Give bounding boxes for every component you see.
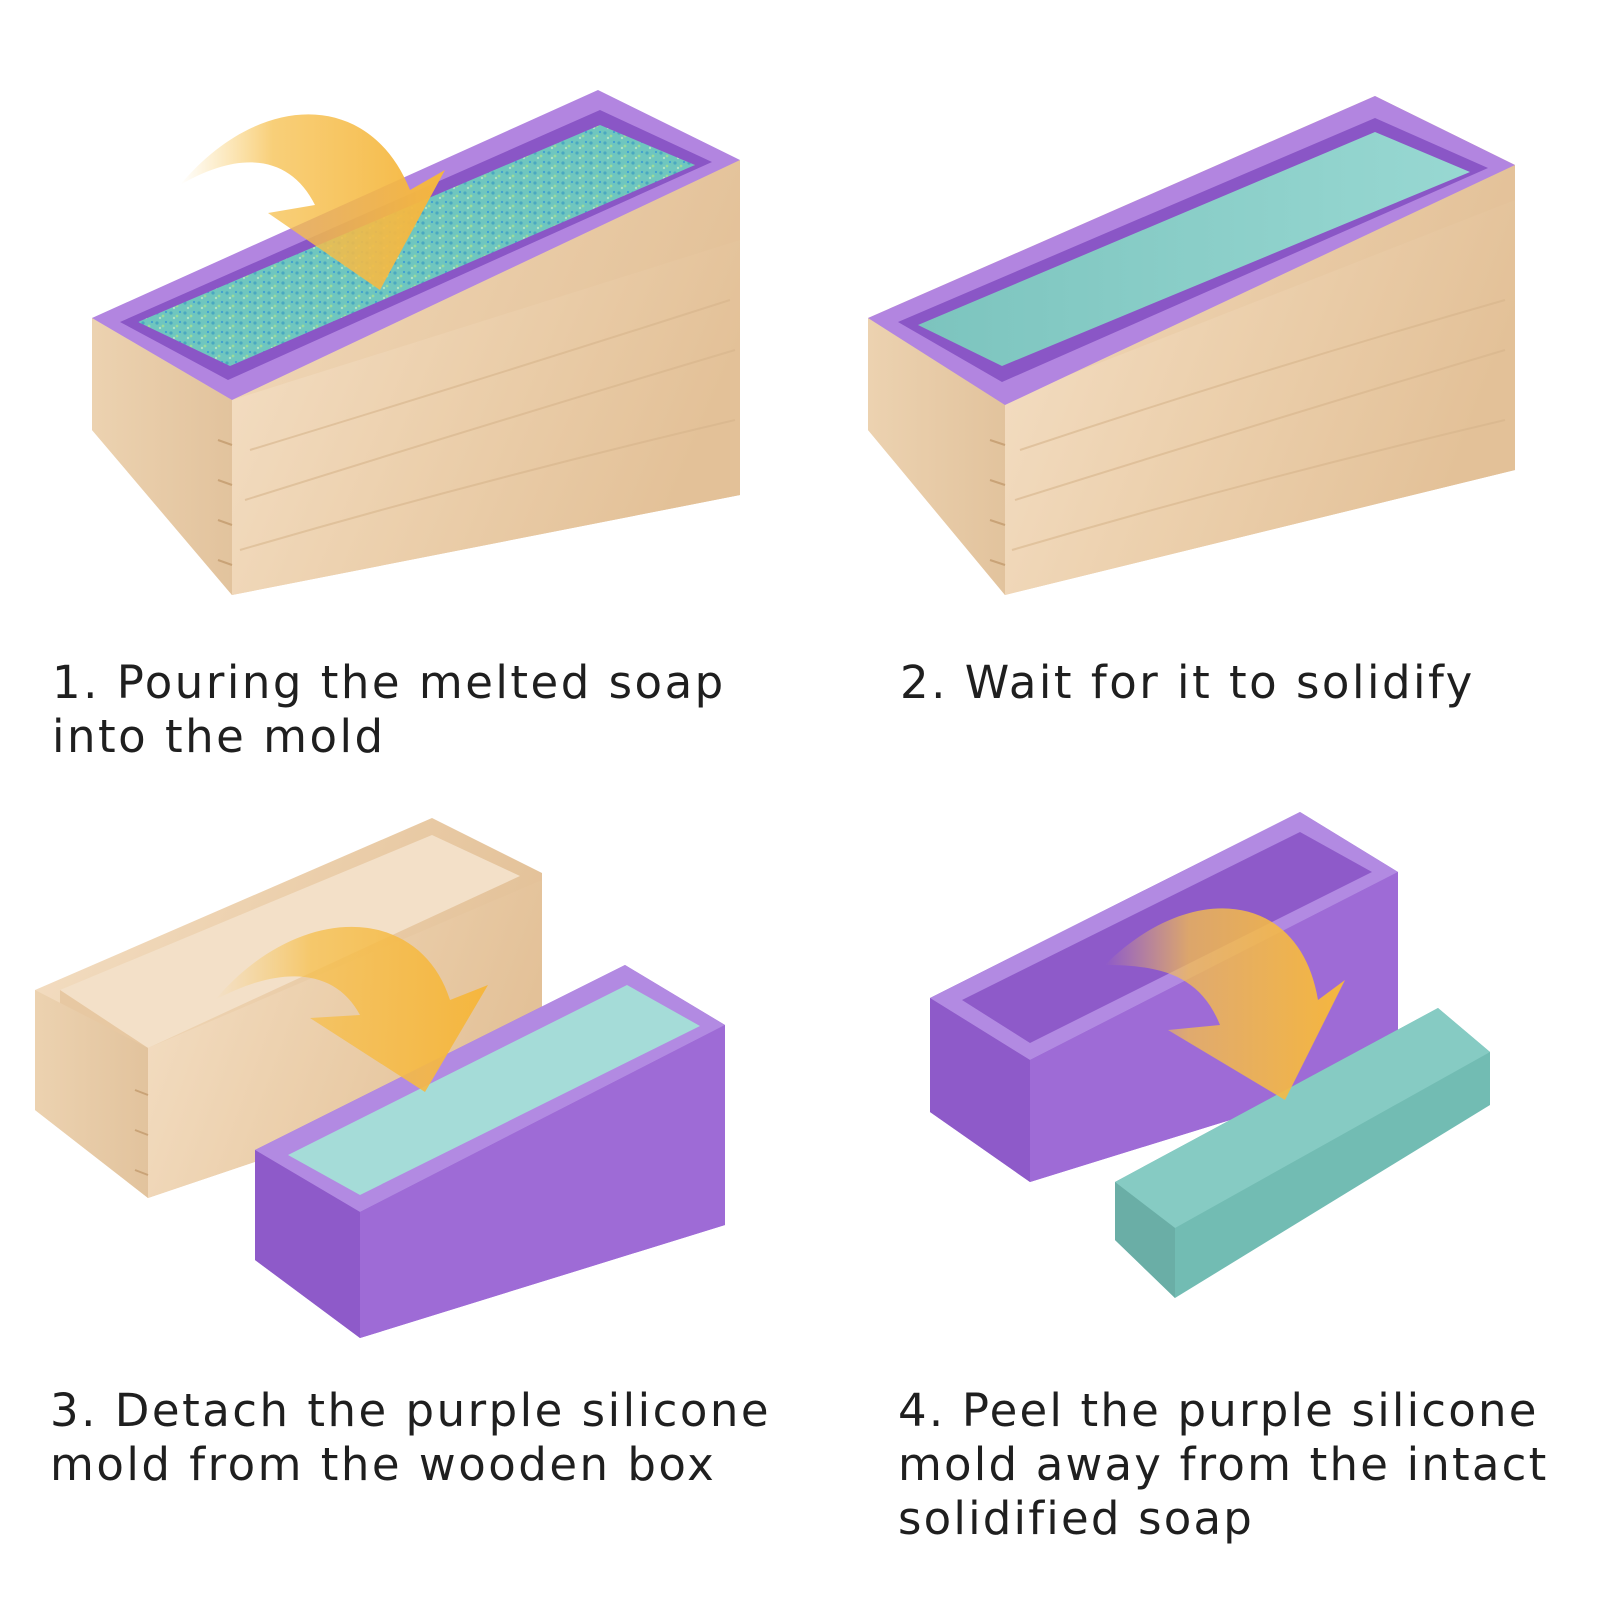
step-2-caption: 2. Wait for it to solidify bbox=[900, 656, 1475, 710]
caption-line: mold away from the intact bbox=[898, 1438, 1549, 1491]
step3-illustration bbox=[35, 818, 725, 1338]
step-4-caption: 4. Peel the purple silicone mold away fr… bbox=[898, 1384, 1548, 1546]
caption-line: 4. Peel the purple silicone bbox=[898, 1384, 1539, 1437]
caption-line: 1. Pouring the melted soap bbox=[52, 656, 726, 709]
caption-line: 3. Detach the purple silicone bbox=[50, 1384, 772, 1437]
curved-arrow-icon bbox=[1105, 908, 1345, 1100]
step4-illustration bbox=[930, 812, 1490, 1298]
soap-bar-icon bbox=[1115, 1008, 1490, 1298]
wooden-box-icon bbox=[92, 160, 740, 595]
step-1-caption: 1. Pouring the melted soap into the mold bbox=[52, 656, 726, 764]
step2-illustration bbox=[868, 96, 1515, 595]
caption-line: solidified soap bbox=[898, 1492, 1255, 1545]
soap-bar-icon bbox=[288, 985, 700, 1195]
soap-bar-icon bbox=[918, 132, 1470, 366]
curved-arrow-icon bbox=[215, 926, 488, 1092]
step1-illustration bbox=[92, 90, 740, 595]
caption-line: 2. Wait for it to solidify bbox=[900, 656, 1475, 709]
curved-arrow-icon bbox=[180, 114, 445, 291]
caption-line: mold from the wooden box bbox=[50, 1438, 717, 1491]
caption-line: into the mold bbox=[52, 710, 386, 763]
step-3-caption: 3. Detach the purple silicone mold from … bbox=[50, 1384, 771, 1492]
silicone-mold-icon bbox=[255, 965, 725, 1338]
melted-soap bbox=[138, 125, 695, 366]
